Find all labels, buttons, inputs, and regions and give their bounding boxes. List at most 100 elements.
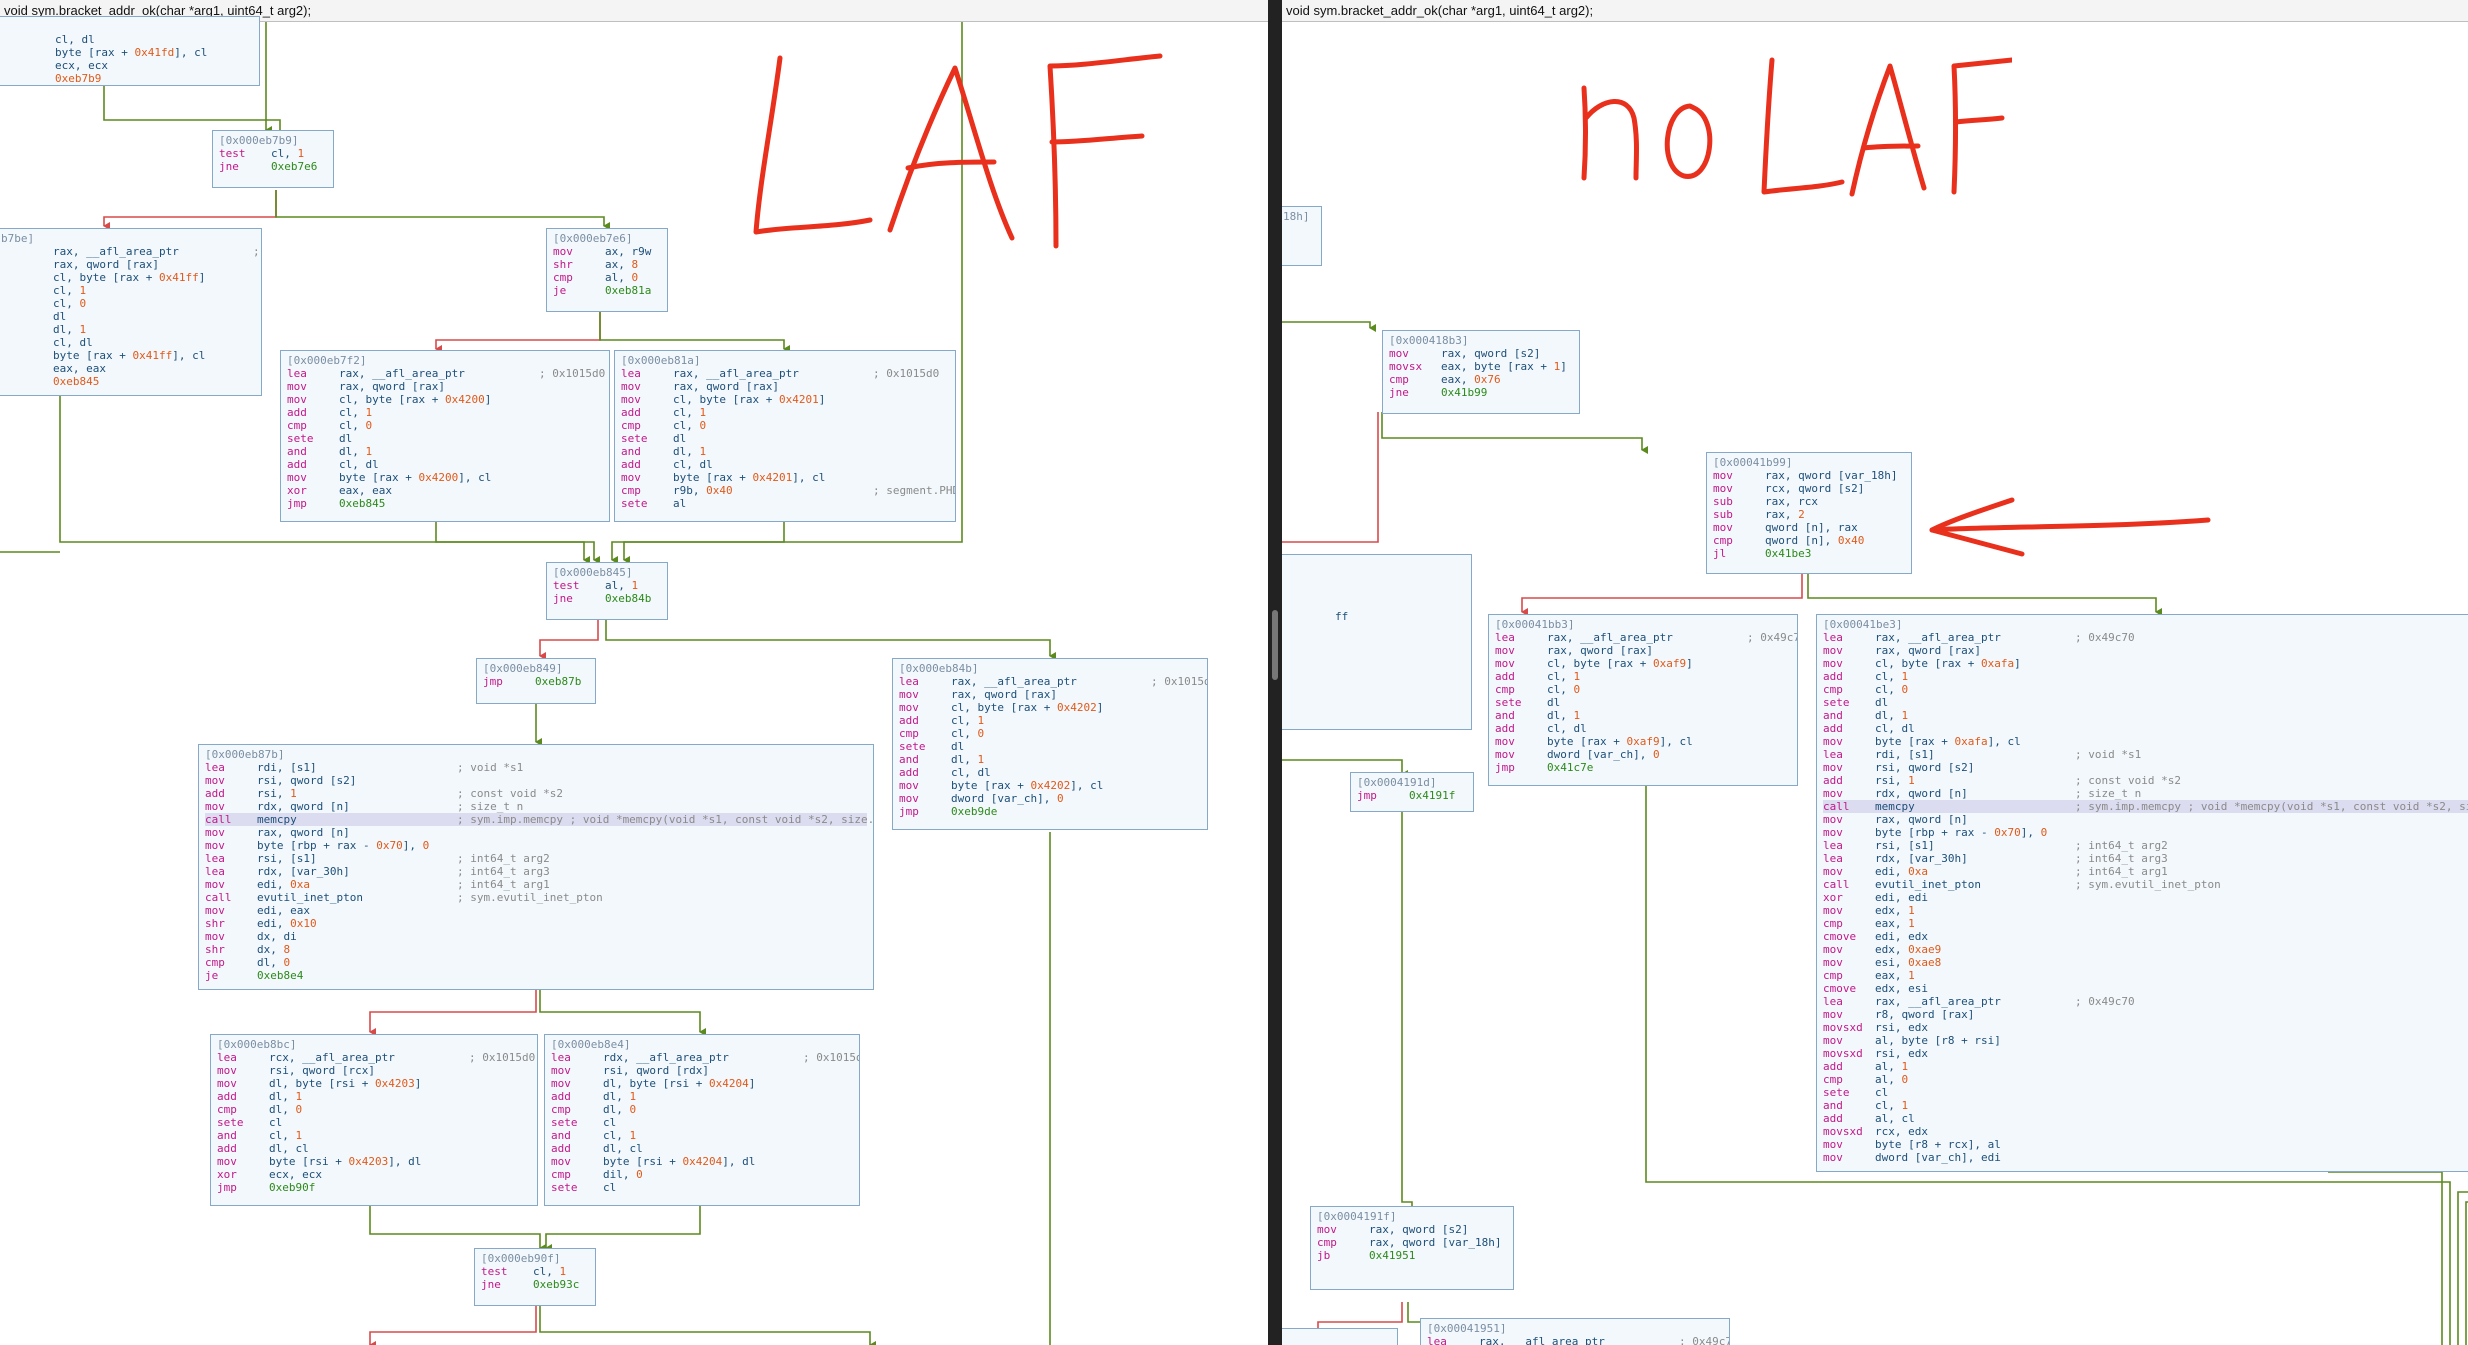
asm-line[interactable]: cl, byte [rax + 0x41ff]	[1, 271, 255, 284]
asm-line[interactable]: byte [rax + 0x41ff], cl	[1, 349, 255, 362]
code-block-0x000eb7be[interactable]: b7be]rax, __afl_area_ptr; 0x1015d0rax, q…	[0, 228, 262, 396]
asm-line[interactable]: ecx, ecx	[3, 59, 253, 72]
asm-line[interactable]: rax, qword [rax]	[1, 258, 255, 271]
asm-line[interactable]: cl, dl	[1, 336, 255, 349]
left-graph-pane[interactable]: void sym.bracket_addr_ok(char *arg1, uin…	[0, 0, 1268, 1345]
pane-divider[interactable]	[1268, 0, 1282, 1345]
asm-line[interactable]: dl	[1, 310, 255, 323]
code-block-r3[interactable]: ff; sym.EVUTIL_ISXDIGIT	[1282, 554, 1472, 730]
divider-grip[interactable]	[1272, 610, 1278, 680]
asm-line[interactable]	[1283, 584, 1465, 597]
asm-line[interactable]	[1283, 623, 1465, 636]
code-block-r0[interactable]: 18h]1]	[1282, 206, 1322, 266]
asm-line[interactable]	[1283, 597, 1465, 610]
asm-line[interactable]: 0xeb845	[1, 375, 255, 388]
asm-line[interactable]: cl, dl	[3, 33, 253, 46]
